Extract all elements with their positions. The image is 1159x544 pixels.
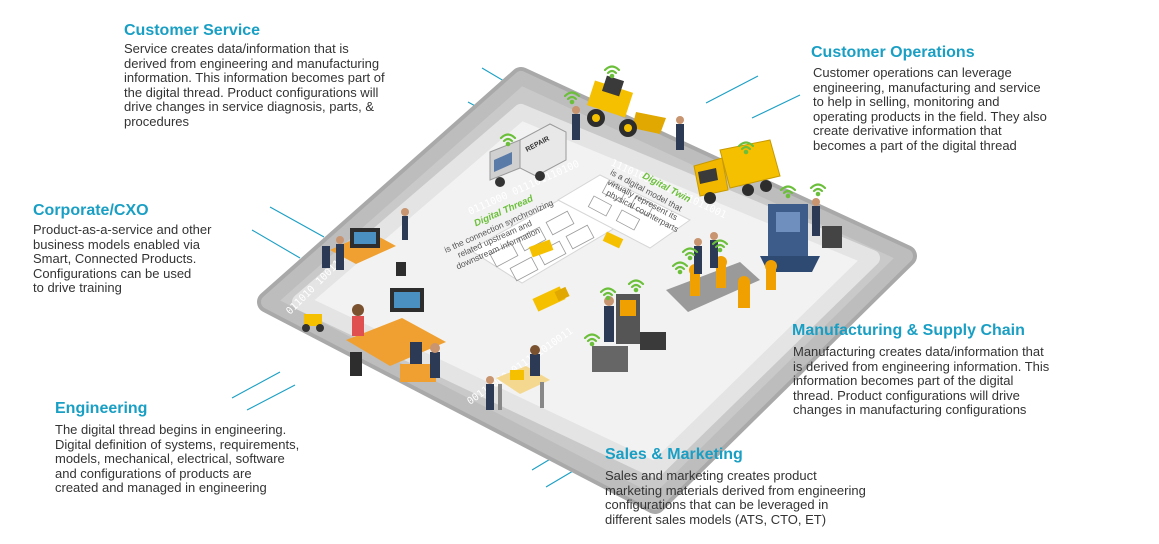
text-line: is derived from engineering information.… [793,358,1050,374]
text-line: procedures [124,113,190,129]
assembly-line [592,256,777,372]
text-line: Digital definition of systems, requireme… [55,436,300,452]
text-line: changes in manufacturing configurations [793,402,1027,418]
text-line: drive changes in service diagnosis, part… [124,99,375,115]
text-line: different sales models (ATS, CTO, ET) [605,511,827,527]
wifi-icon [671,261,689,275]
sales-title: Sales & Marketing [605,446,743,463]
wifi-icon [779,185,797,199]
text-line: The digital thread begins in engineering… [55,422,287,437]
text-line: Product-as-a-service and other [33,222,212,237]
people [336,106,820,410]
wifi-icons [499,65,827,347]
platform-floor [292,104,880,478]
text-line: the digital thread. Product configuratio… [124,84,379,100]
text-line: becomes a part of the digital thread [813,137,1017,153]
text-line: Manufacturing creates data/information t… [793,344,1044,359]
text-line: configurations that can be leveraged in [605,497,829,513]
text-line: Configurations can be used [33,265,192,281]
wheel-loader [586,75,666,137]
text-line: thread. Product configurations will driv… [793,387,1020,403]
sales-text: Sales and marketing creates product mark… [605,468,866,527]
engineering-text: The digital thread begins in engineering… [55,422,300,496]
text-line: information. This information becomes pa… [124,70,385,86]
text-line: engineering, manufacturing and service [813,79,1041,95]
center-blueprints [469,174,691,312]
text-line: models, mechanical, electrical, software [55,451,285,467]
corporate-text: Product-as-a-service and other business … [33,222,212,296]
customer-service-title: Customer Service [124,22,261,39]
text-line: information becomes part of the digital [793,373,1014,389]
text-line: to drive training [33,280,122,296]
wifi-icon [563,91,581,105]
wifi-icon [809,183,827,197]
customer-service-text: Service creates data/information that is… [124,41,385,130]
text-line: business models enabled via [33,236,200,252]
text-line: created and managed in engineering [55,480,267,496]
text-line: Smart, Connected Products. [33,251,197,267]
text-line: operating products in the field. They al… [813,108,1047,124]
sales-table [496,345,550,410]
text-line: Service creates data/information that is [124,41,349,56]
wifi-icon [681,247,699,261]
text-line: and configurations of products are [55,465,252,481]
cnc-machine [760,204,842,272]
small-vehicle [302,314,324,332]
dump-truck [693,139,781,204]
wifi-icon [583,333,601,347]
wifi-icon [737,141,755,155]
wifi-icon [711,239,729,253]
manufacturing-title: Manufacturing & Supply Chain [792,322,1025,339]
engineering-desk [346,288,446,382]
text-line: derived from engineering and manufacturi… [124,55,380,71]
corporate-title: Corporate/CXO [33,202,149,219]
text-line: to help in selling, monitoring and [813,94,1000,110]
wifi-icon [627,279,645,293]
wifi-icon [599,287,617,301]
repair-truck: REPAIR [489,123,567,187]
engineering-title: Engineering [55,400,148,417]
text-line: Sales and marketing creates product [605,468,817,483]
customer-operations-text: Customer operations can leverage enginee… [813,65,1047,154]
customer-operations-title: Customer Operations [811,44,975,61]
text-line: create derivative information that [813,123,1002,139]
text-line: marketing materials derived from enginee… [605,482,866,498]
wifi-icon [499,133,517,147]
wifi-icon [603,65,621,79]
text-line: Customer operations can leverage [813,65,1012,80]
manufacturing-text: Manufacturing creates data/information t… [793,344,1050,418]
corporate-office [322,228,406,276]
